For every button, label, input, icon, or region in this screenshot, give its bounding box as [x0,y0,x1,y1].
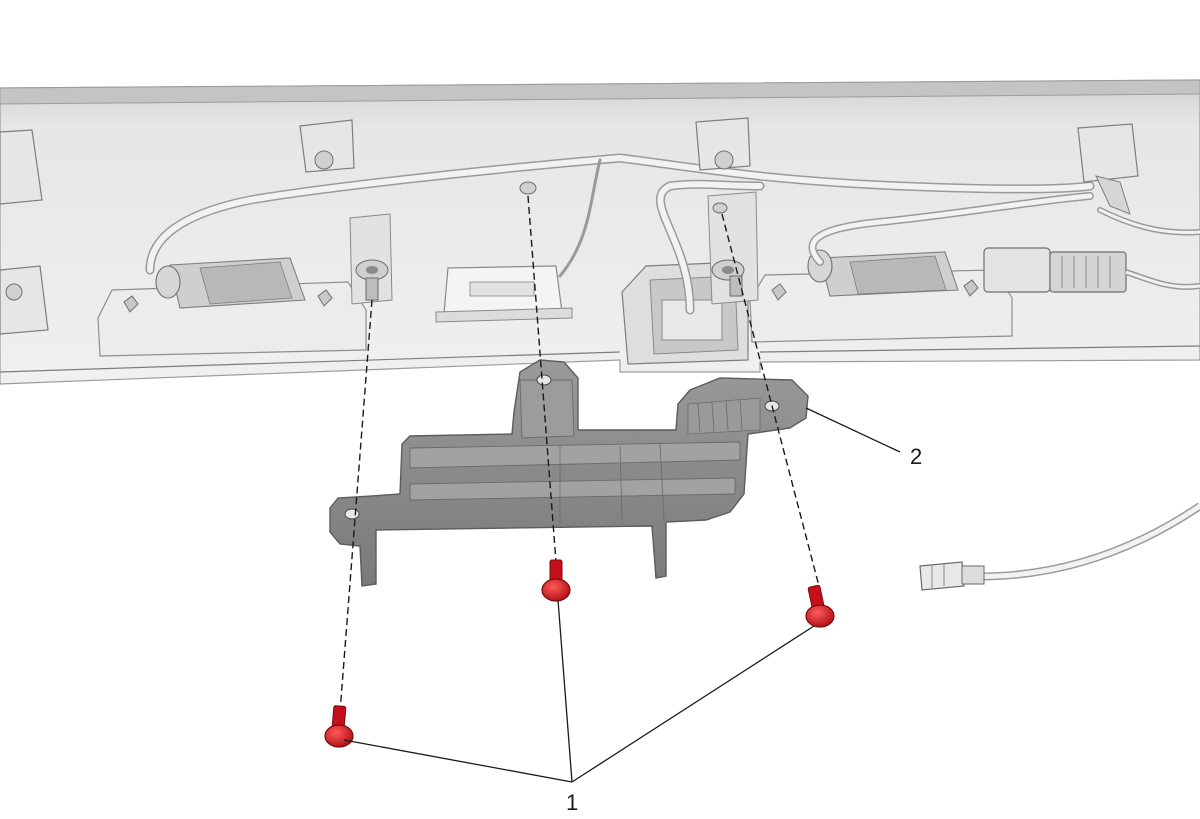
callout-label-bracket: 2 [910,444,922,469]
screw-icon [541,559,571,602]
screw-icon [805,584,835,628]
screw-icon [324,705,354,748]
callout-label-fasteners: 1 [566,790,578,815]
loose-wire-connector [919,502,1200,591]
leader-lines [343,407,901,783]
harness-clips [0,117,1139,335]
bracket [329,359,809,587]
license-lamp-right [749,249,1013,343]
wiring-harness [145,153,1200,315]
license-lamp-left [97,257,367,357]
release-switch-housing [435,265,573,323]
assembly-lines [339,195,821,713]
harness-connector [983,247,1200,293]
mounting-bosses [349,181,759,305]
